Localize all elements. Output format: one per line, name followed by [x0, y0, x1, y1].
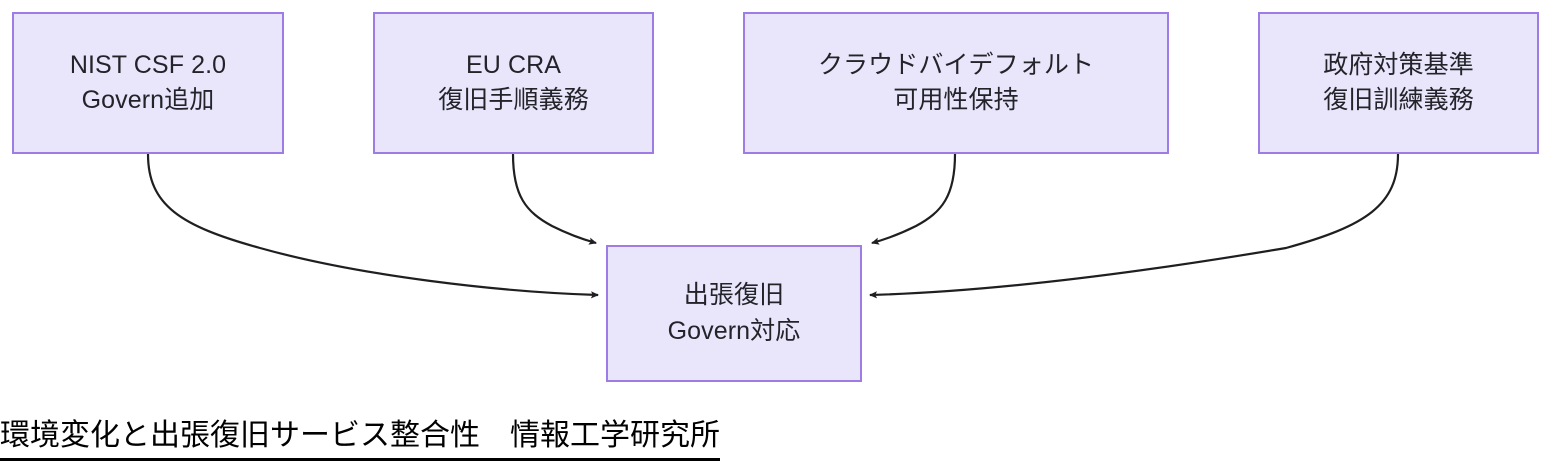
node-onsite-recovery-line-2: Govern対応 [667, 316, 801, 345]
node-onsite-recovery-line-1: 出張復旧 [683, 281, 785, 309]
node-government-standard-line-2: 復旧訓練義務 [1323, 86, 1474, 114]
edge-cloud-central [871, 153, 957, 245]
node-government-standard[interactable]: 政府対策基準 復旧訓練義務 [1258, 12, 1539, 154]
edge-gov-central [869, 153, 1400, 299]
node-cloud-by-default-line-1: クラウドバイデフォルト [817, 50, 1095, 79]
node-nist-csf-line-1: NIST CSF 2.0 [69, 50, 227, 79]
node-nist-csf-line-2: Govern追加 [81, 86, 215, 114]
diagram-caption: 環境変化と出張復旧サービス整合性 情報工学研究所 [0, 416, 720, 461]
node-eu-cra[interactable]: EU CRA 復旧手順義務 [373, 12, 654, 154]
node-cloud-by-default-line-2: 可用性保持 [893, 86, 1019, 114]
edge-nist-central [146, 153, 599, 299]
node-government-standard-line-1: 政府対策基準 [1323, 50, 1474, 79]
node-cloud-by-default[interactable]: クラウドバイデフォルト 可用性保持 [743, 12, 1169, 154]
node-eu-cra-line-1: EU CRA [465, 50, 562, 79]
node-eu-cra-line-2: 復旧手順義務 [438, 86, 589, 114]
edge-eucra-central [511, 153, 597, 245]
node-nist-csf[interactable]: NIST CSF 2.0 Govern追加 [12, 12, 284, 154]
node-onsite-recovery[interactable]: 出張復旧 Govern対応 [606, 245, 862, 382]
